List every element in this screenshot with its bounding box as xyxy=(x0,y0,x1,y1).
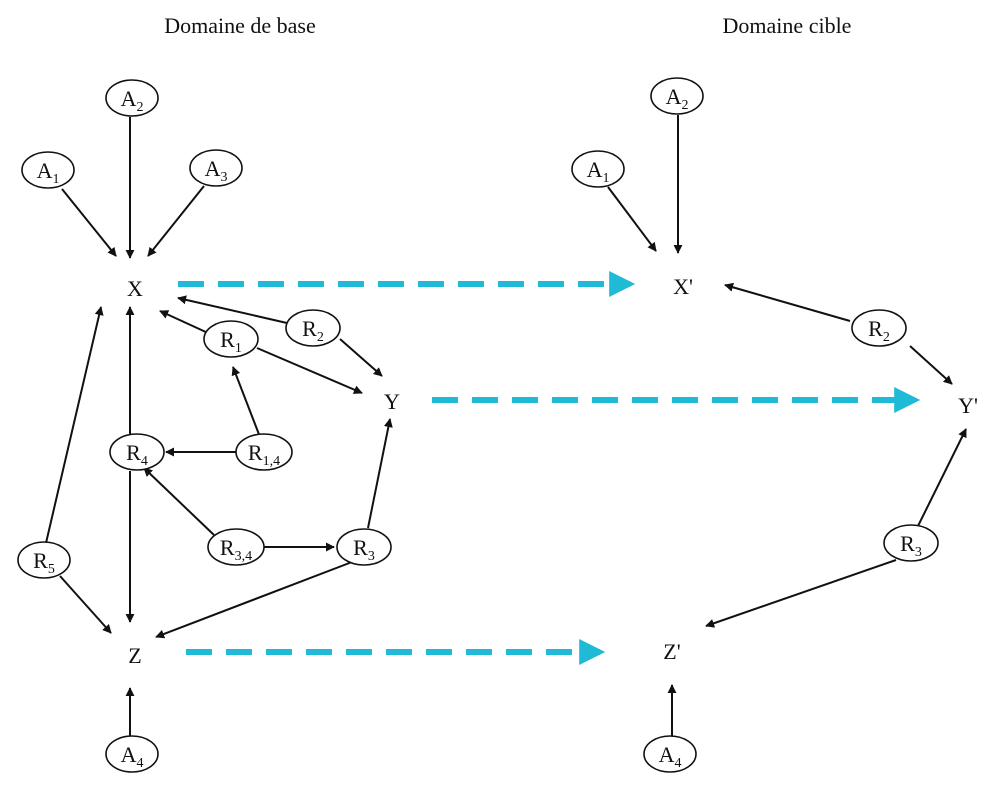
node-r4: R4 xyxy=(109,433,165,471)
edge-r14-r1 xyxy=(231,366,261,438)
svg-text:R2: R2 xyxy=(302,316,324,345)
edge-r1-y xyxy=(256,347,363,394)
svg-text:A1: A1 xyxy=(37,158,60,187)
relation-attribute-nodes: A1 A2 A3 R2 R1 R4 R1,4 R3,4 xyxy=(17,77,939,773)
edge-r3p-yp xyxy=(917,428,967,527)
node-z: Z xyxy=(128,643,141,668)
edge-a1-x xyxy=(61,188,117,257)
target-domain-title: Domaine cible xyxy=(723,13,852,38)
node-r2: R2 xyxy=(285,309,341,347)
svg-text:R1: R1 xyxy=(220,327,242,356)
edge-r2p-yp xyxy=(909,345,953,385)
mapping-arrows xyxy=(178,271,921,665)
edge-r3-y xyxy=(367,418,393,529)
edge-r3p-zp xyxy=(705,559,897,628)
node-x: X xyxy=(127,276,143,301)
svg-text:R3: R3 xyxy=(353,535,375,564)
svg-text:A4: A4 xyxy=(121,742,144,771)
node-r3-prime: R3 xyxy=(883,524,939,562)
svg-text:A2: A2 xyxy=(666,84,689,113)
node-r3: R3 xyxy=(336,528,392,566)
edge-r3-z xyxy=(155,561,353,639)
edge-a1p-xp xyxy=(607,186,657,252)
base-domain-title: Domaine de base xyxy=(164,13,316,38)
svg-text:R3: R3 xyxy=(900,531,922,560)
node-a2: A2 xyxy=(105,79,159,117)
node-a3: A3 xyxy=(189,149,243,187)
svg-text:R4: R4 xyxy=(126,440,148,469)
edge-r5-x xyxy=(45,306,104,544)
svg-text:A3: A3 xyxy=(205,156,228,185)
base-domain-edges xyxy=(45,117,393,737)
svg-text:R2: R2 xyxy=(868,316,890,345)
svg-text:A1: A1 xyxy=(587,157,610,186)
edge-r5-z xyxy=(59,575,112,634)
edge-r2-y xyxy=(339,338,383,377)
svg-text:R3,4: R3,4 xyxy=(220,535,252,564)
node-a4-prime: A4 xyxy=(643,735,697,773)
node-y: Y xyxy=(384,389,400,414)
svg-text:R5: R5 xyxy=(33,548,55,577)
svg-text:A2: A2 xyxy=(121,86,144,115)
node-a1: A1 xyxy=(21,151,75,189)
node-r2-prime: R2 xyxy=(851,309,907,347)
edge-r1-x xyxy=(159,310,209,334)
edge-a3-x xyxy=(147,185,205,257)
svg-text:A4: A4 xyxy=(659,742,682,771)
edge-r2-x xyxy=(177,295,288,324)
node-r14: R1,4 xyxy=(235,433,293,471)
edge-r2p-xp xyxy=(724,282,851,322)
node-z-prime: Z' xyxy=(663,639,680,664)
object-nodes: X Y Z X' Y' Z' xyxy=(127,274,978,668)
node-a4: A4 xyxy=(105,735,159,773)
node-r34: R3,4 xyxy=(207,528,265,566)
node-r5: R5 xyxy=(17,541,71,579)
edge-r34-r4 xyxy=(143,467,215,536)
svg-text:R1,4: R1,4 xyxy=(248,440,280,469)
node-a1-prime: A1 xyxy=(571,150,625,188)
target-domain-edges xyxy=(607,115,967,737)
node-r1: R1 xyxy=(203,320,259,358)
node-a2-prime: A2 xyxy=(650,77,704,115)
node-x-prime: X' xyxy=(673,274,693,299)
node-y-prime: Y' xyxy=(958,393,978,418)
